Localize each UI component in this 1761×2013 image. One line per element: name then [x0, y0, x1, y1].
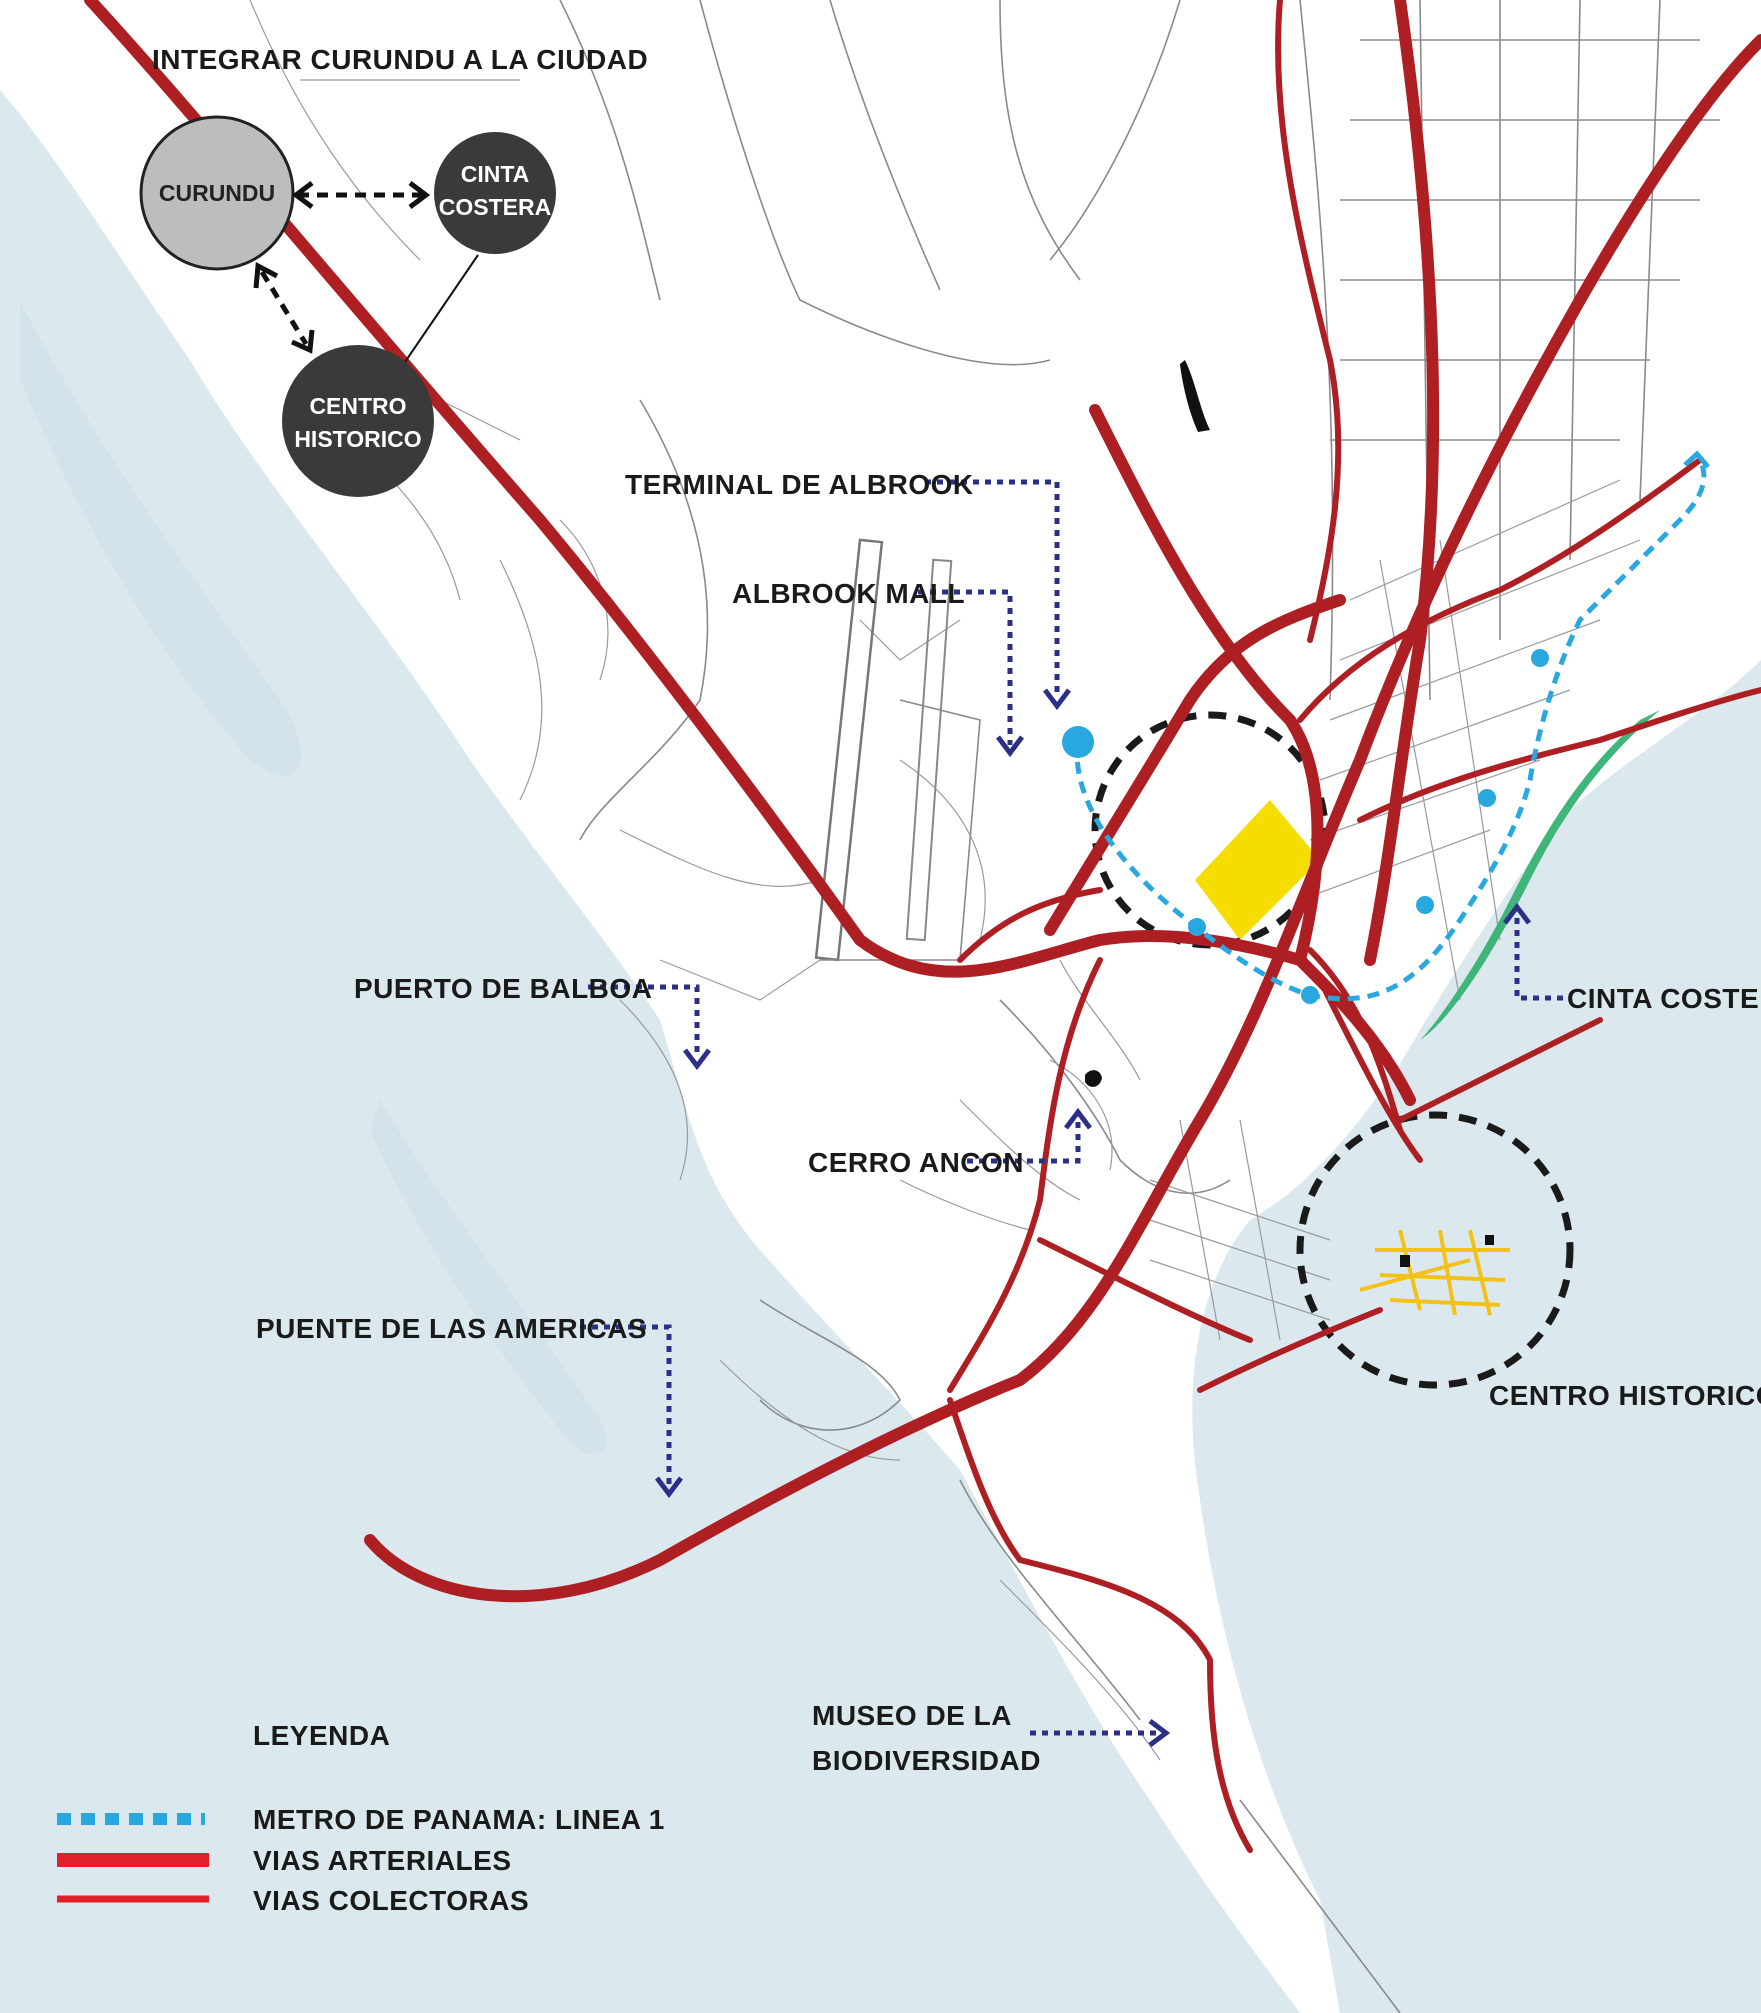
black-landmark: [1180, 360, 1210, 432]
metro-line-1: [1062, 450, 1710, 1004]
legend-collector-label: VIAS COLECTORAS: [253, 1885, 529, 1916]
inset-title: INTEGRAR CURUNDU A LA CIUDAD: [152, 44, 648, 75]
runway-2: [905, 558, 953, 942]
legend-metro-label: METRO DE PANAMA: LINEA 1: [253, 1804, 665, 1835]
cerro-ancon-summit: [1085, 1070, 1102, 1087]
shoal-1: [20, 300, 302, 777]
runway-1: [814, 538, 884, 962]
node-cinta-costera-label-1: CINTA: [461, 161, 530, 187]
metro-station[interactable]: [1416, 896, 1434, 914]
label-cerro-ancon: CERRO ANCON: [808, 1147, 1024, 1178]
node-curundu-label: CURUNDU: [159, 180, 275, 206]
metro-station[interactable]: [1478, 789, 1496, 807]
water-bodies: [0, 90, 1761, 2013]
legend-title: LEYENDA: [253, 1720, 390, 1751]
metro-line-arrowhead: [1683, 450, 1710, 469]
black-landmark: [1400, 1255, 1410, 1267]
node-centro-historico-label-1: CENTRO: [309, 393, 406, 419]
metro-station[interactable]: [1188, 918, 1206, 936]
ocean-east: [1192, 660, 1761, 2013]
inset-diagram: INTEGRAR CURUNDU A LA CIUDAD CURUNDU CIN…: [139, 44, 648, 497]
collector-roads: [947, 0, 1761, 1853]
black-landmark: [1485, 1235, 1494, 1245]
label-terminal-albrook: TERMINAL DE ALBROOK: [625, 469, 974, 500]
bidirectional-arrow-curundu-centro: [253, 262, 315, 354]
metro-line-path: [1074, 458, 1707, 1002]
label-puerto-balboa: PUERTO DE BALBOA: [354, 973, 652, 1004]
label-cinta-costera: CINTA COSTERA: [1567, 983, 1761, 1014]
shoal-2: [370, 1100, 607, 1456]
metro-station-albrook[interactable]: [1062, 726, 1094, 758]
ocean-west: [0, 90, 1300, 2013]
leader-arrows: [580, 479, 1563, 1747]
cinta-costera-park: [1420, 710, 1660, 1040]
legend-arterial-label: VIAS ARTERIALES: [253, 1845, 512, 1876]
legend: LEYENDA METRO DE PANAMA: LINEA 1 VIAS AR…: [57, 1720, 665, 1916]
metro-station[interactable]: [1301, 986, 1319, 1004]
centro-historico-streets: [1359, 1229, 1510, 1316]
curundu-highlight-area: [1195, 800, 1320, 940]
label-museo-2: BIODIVERSIDAD: [812, 1745, 1041, 1776]
label-museo-1: MUSEO DE LA: [812, 1700, 1012, 1731]
link-cinta-centro: [404, 254, 479, 363]
label-centro-historico: CENTRO HISTORICO: [1489, 1380, 1761, 1411]
label-albrook-mall: ALBROOK MALL: [732, 578, 965, 609]
node-cinta-costera-label-2: COSTERA: [439, 194, 551, 220]
bidirectional-arrow-curundu-cinta: [291, 181, 431, 209]
node-cinta-costera[interactable]: CINTA COSTERA: [434, 132, 556, 254]
node-centro-historico[interactable]: CENTRO HISTORICO: [282, 345, 434, 497]
label-puente-americas: PUENTE DE LAS AMERICAS: [256, 1313, 647, 1344]
node-centro-historico-label-2: HISTORICO: [294, 426, 421, 452]
metro-station[interactable]: [1531, 649, 1549, 667]
centro-historico-focus-circle: [1296, 1111, 1574, 1389]
node-curundu[interactable]: CURUNDU: [139, 115, 295, 271]
